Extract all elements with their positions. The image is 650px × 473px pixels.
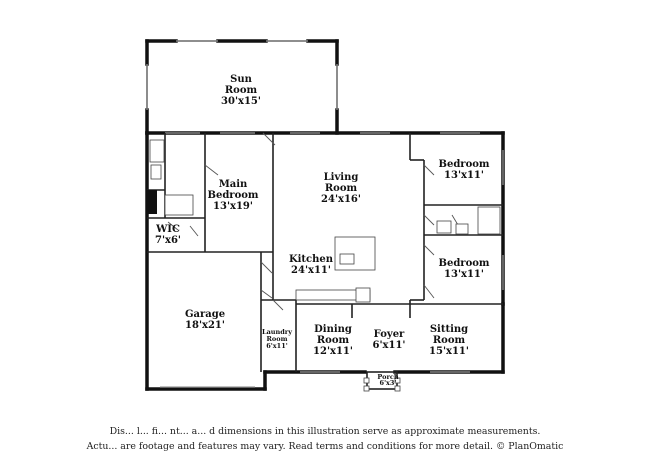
bedroom-1-dims: 13'x11' xyxy=(444,170,484,181)
interior-walls xyxy=(147,133,503,372)
doors xyxy=(167,132,459,311)
laundry-name-1: Laundry xyxy=(262,328,292,336)
garage-name: Garage xyxy=(185,309,225,320)
garage-label: Garage 18'x21' xyxy=(185,309,225,331)
foyer-dims: 6'x11' xyxy=(373,340,406,351)
kitchen-name: Kitchen xyxy=(289,254,334,265)
sun-room-name-2: Room xyxy=(225,85,258,96)
bedroom-1-label: Bedroom 13'x11' xyxy=(439,159,490,181)
porch-name: Porch xyxy=(377,373,398,381)
living-room-label: Living Room 24'x16' xyxy=(321,172,361,205)
sitting-name-2: Room xyxy=(433,335,466,346)
foyer-name: Foyer xyxy=(374,329,405,340)
bedroom-2-label: Bedroom 13'x11' xyxy=(439,258,490,280)
disclaimer-line-1: Dis... l... fi... nt... a... d dimension… xyxy=(109,426,541,437)
living-room-dims: 24'x16' xyxy=(321,194,361,205)
porch-label: Porch 6'x3' xyxy=(377,373,398,387)
main-bedroom-dims: 13'x19' xyxy=(213,201,253,212)
disclaimer-line-2: Actu... are footage and features may var… xyxy=(86,441,564,452)
sitting-room-label: Sitting Room 15'x11' xyxy=(429,324,469,357)
sun-room-name-1: Sun xyxy=(230,74,252,85)
sun-room-dims: 30'x15' xyxy=(221,96,261,107)
sitting-name-1: Sitting xyxy=(430,324,468,335)
kitchen-dims: 24'x11' xyxy=(291,265,331,276)
sitting-dims: 15'x11' xyxy=(429,346,469,357)
main-bedroom-name-1: Main xyxy=(219,179,248,190)
laundry-dims: 6'x11' xyxy=(266,342,287,350)
main-bedroom-name-2: Bedroom xyxy=(208,190,259,201)
laundry-name-2: Room xyxy=(267,335,288,343)
main-bedroom-label: Main Bedroom 13'x19' xyxy=(208,179,259,212)
shower xyxy=(149,139,165,163)
bedroom-1-name: Bedroom xyxy=(439,159,490,170)
vanity-block xyxy=(147,190,157,214)
dining-name-1: Dining xyxy=(314,324,352,335)
laundry-label: Laundry Room 6'x11' xyxy=(262,328,292,350)
garage-dims: 18'x21' xyxy=(185,320,225,331)
bedroom-2-name: Bedroom xyxy=(439,258,490,269)
wic-label: WIC 7'x6' xyxy=(155,224,181,246)
dining-dims: 12'x11' xyxy=(313,346,353,357)
dining-room-label: Dining Room 12'x11' xyxy=(313,324,353,357)
hall-bath-sink xyxy=(455,223,469,235)
house-outer-walls xyxy=(145,131,505,391)
fixtures xyxy=(147,139,501,303)
porch xyxy=(363,371,401,392)
bedroom-2-dims: 13'x11' xyxy=(444,269,484,280)
hall-bath-tub xyxy=(477,206,501,235)
stove xyxy=(355,287,371,303)
kitchen-label: Kitchen 24'x11' xyxy=(289,254,334,276)
bathtub xyxy=(164,194,194,216)
sun-room-label: Sun Room 30'x15' xyxy=(221,74,261,107)
kitchen-sink xyxy=(339,253,355,265)
wic-dims: 7'x6' xyxy=(155,235,181,246)
dining-name-2: Room xyxy=(317,335,350,346)
hall-bath-toilet xyxy=(436,220,452,234)
kitchen-island xyxy=(334,236,376,271)
wic-name: WIC xyxy=(155,224,180,235)
porch-dims: 6'x3' xyxy=(380,379,397,387)
living-room-name-2: Room xyxy=(325,183,358,194)
living-room-name-1: Living xyxy=(324,172,359,183)
toilet xyxy=(150,164,162,180)
disclaimer: Dis... l... fi... nt... a... d dimension… xyxy=(0,424,650,454)
foyer-label: Foyer 6'x11' xyxy=(373,329,406,351)
